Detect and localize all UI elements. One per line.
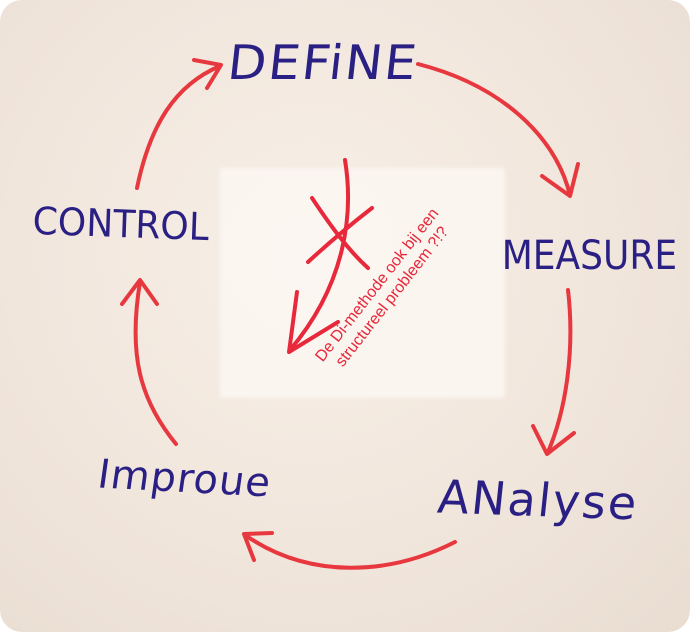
step-define: DEFiNE bbox=[224, 35, 422, 91]
step-analyse: ANalyse bbox=[435, 469, 642, 531]
arrow-improve-to-control bbox=[133, 280, 178, 446]
arrow-analyse-to-improve-head bbox=[242, 531, 274, 562]
arrow-analyse-to-improve bbox=[243, 533, 457, 570]
arrow-measure-to-analyse bbox=[546, 288, 573, 454]
curved-down-arrow-icon-head bbox=[287, 290, 340, 354]
step-improve: Improue bbox=[94, 451, 275, 507]
step-control: CONTROL bbox=[31, 198, 210, 250]
arrow-define-to-measure-head bbox=[540, 162, 580, 198]
x-cross-icon-stroke-2 bbox=[306, 206, 374, 264]
curved-down-arrow-icon bbox=[288, 158, 351, 352]
pasted-note-patch bbox=[220, 168, 505, 398]
arrow-improve-to-control-head bbox=[120, 278, 159, 306]
step-measure: MEASURE bbox=[501, 233, 678, 279]
arrow-define-to-measure bbox=[416, 62, 572, 197]
arrow-measure-to-analyse-head bbox=[531, 424, 576, 456]
arrow-control-to-define-head bbox=[192, 58, 223, 90]
arrow-control-to-define bbox=[135, 64, 222, 190]
